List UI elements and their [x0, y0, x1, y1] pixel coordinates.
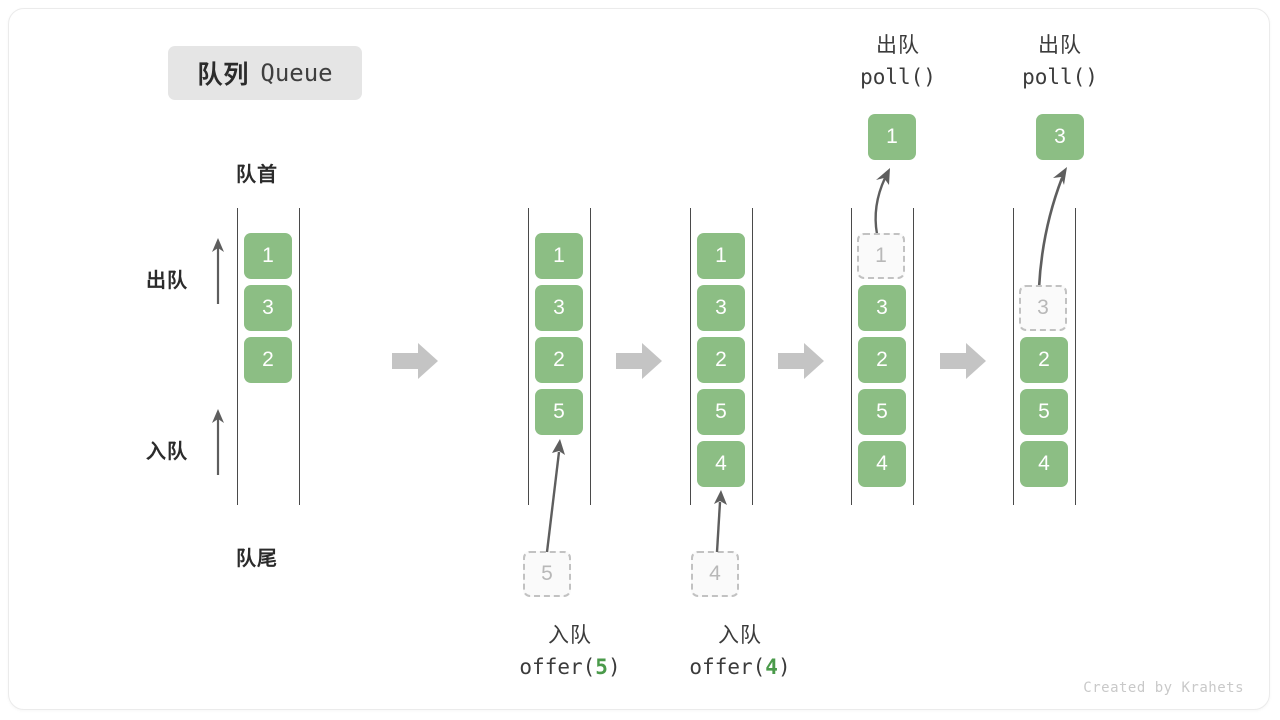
dequeue-direction-arrow-icon	[212, 238, 224, 304]
stage2-enqueue-arrow-icon	[545, 439, 565, 553]
enqueue-direction-label: 入队	[146, 441, 188, 463]
stage5-cell-3: 5	[1020, 389, 1068, 435]
stage3-cell-0: 1	[697, 233, 745, 279]
stage5-operation-code: poll()	[1022, 64, 1098, 89]
stage4-cell-2: 2	[858, 337, 906, 383]
stage5-cell-1-ghost: 3	[1019, 285, 1067, 331]
stage2-cell-1: 3	[535, 285, 583, 331]
stage3-cell-2: 2	[697, 337, 745, 383]
stage1-cell-2: 2	[244, 337, 292, 383]
flow-arrow-icon-3	[778, 343, 824, 379]
stage3-rail-left	[690, 208, 691, 505]
stage2-operation-cn: 入队	[548, 624, 592, 647]
stage1-cell-1: 3	[244, 285, 292, 331]
stage5-cell-2: 2	[1020, 337, 1068, 383]
diagram-title-badge: 队列 Queue	[168, 46, 362, 100]
stage2-rail-right	[590, 208, 591, 505]
queue-tail-label: 队尾	[236, 548, 278, 570]
stage2-operation-label: 入队 offer(5)	[510, 620, 630, 683]
stage4-operation-cn: 出队	[876, 34, 920, 57]
stage4-outgoing-cell: 1	[868, 114, 916, 160]
dequeue-direction-label: 出队	[146, 270, 188, 292]
stage4-cell-0-ghost: 1	[857, 233, 905, 279]
stage4-cell-4: 4	[858, 441, 906, 487]
stage1-cell-0: 1	[244, 233, 292, 279]
stage1-rail-right	[299, 208, 300, 505]
stage3-operation-cn: 入队	[718, 624, 762, 647]
stage5-rail-left	[1013, 208, 1014, 505]
stage3-operation-code: offer(4)	[689, 654, 791, 679]
flow-arrow-icon-1	[392, 343, 438, 379]
stage2-cell-2: 2	[535, 337, 583, 383]
stage4-cell-3: 5	[858, 389, 906, 435]
stage5-operation-label: 出队 poll()	[1000, 30, 1120, 93]
stage2-cell-3: 5	[535, 389, 583, 435]
stage5-cell-4: 4	[1020, 441, 1068, 487]
stage5-operation-cn: 出队	[1038, 34, 1082, 57]
title-cn: 队列	[197, 61, 250, 89]
stage3-cell-1: 3	[697, 285, 745, 331]
stage4-rail-right	[913, 208, 914, 505]
stage4-cell-1: 3	[858, 285, 906, 331]
credit-text: Created by Krahets	[1083, 680, 1244, 696]
stage3-enqueue-arrow-icon	[714, 490, 727, 553]
stage4-dequeue-arrow-icon	[874, 168, 890, 235]
stage5-dequeue-arrow-icon	[1037, 167, 1067, 289]
stage3-operation-label: 入队 offer(4)	[680, 620, 800, 683]
stage3-cell-4: 4	[697, 441, 745, 487]
flow-arrow-icon-4	[940, 343, 986, 379]
stage4-operation-label: 出队 poll()	[838, 30, 958, 93]
stage1-rail-left	[237, 208, 238, 505]
flow-arrow-icon-2	[616, 343, 662, 379]
stage4-rail-left	[851, 208, 852, 505]
stage4-operation-code: poll()	[860, 64, 936, 89]
stage2-operation-code: offer(5)	[519, 654, 621, 679]
title-en: Queue	[260, 59, 333, 87]
stage2-cell-0: 1	[535, 233, 583, 279]
stage5-rail-right	[1075, 208, 1076, 505]
stage2-incoming-ghost-cell: 5	[523, 551, 571, 597]
stage3-cell-3: 5	[697, 389, 745, 435]
stage5-outgoing-cell: 3	[1036, 114, 1084, 160]
queue-head-label: 队首	[236, 164, 278, 186]
stage3-rail-right	[752, 208, 753, 505]
stage3-incoming-ghost-cell: 4	[691, 551, 739, 597]
enqueue-direction-arrow-icon	[212, 409, 224, 475]
stage2-rail-left	[528, 208, 529, 505]
